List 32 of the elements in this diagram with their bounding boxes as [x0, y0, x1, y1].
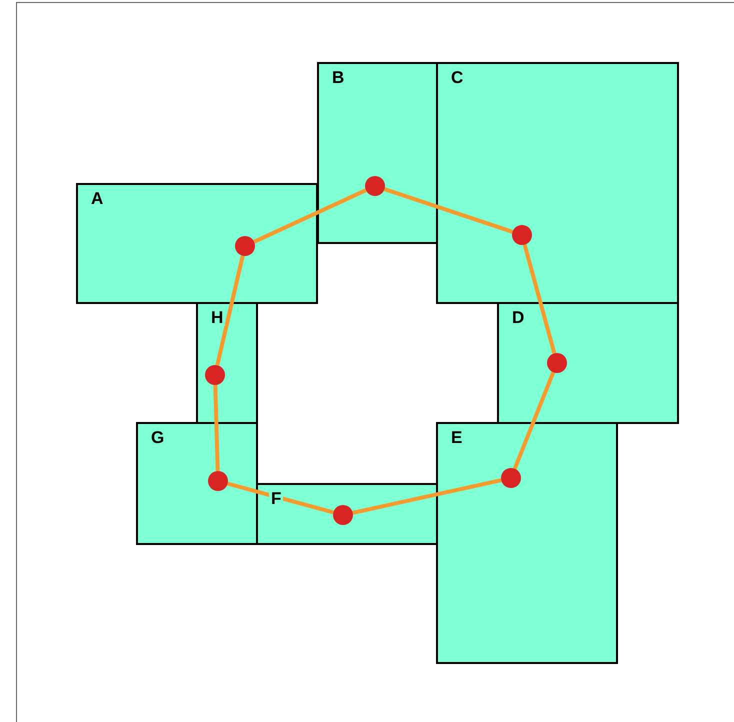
region-label: G	[149, 429, 166, 446]
dot-marker	[208, 471, 228, 491]
dot-marker	[547, 353, 567, 373]
region-label: D	[510, 309, 526, 326]
dot-marker	[333, 505, 353, 525]
region-rectangle	[497, 302, 679, 424]
dot-marker	[501, 468, 521, 488]
connector-line	[213, 384, 220, 472]
region-rectangle	[136, 422, 258, 545]
region-rectangle	[196, 302, 258, 424]
region-label: F	[269, 490, 284, 507]
connector-line	[215, 255, 245, 366]
dot-marker	[365, 176, 385, 196]
connector-line	[253, 188, 367, 244]
region-label: B	[330, 69, 346, 86]
region-label: E	[449, 429, 464, 446]
region-label: A	[89, 190, 106, 207]
dot-marker	[205, 365, 225, 385]
dot-marker	[512, 225, 532, 245]
dot-marker	[235, 236, 255, 256]
region-rectangle	[317, 62, 438, 244]
region-rectangle	[436, 62, 679, 304]
connector-line	[512, 372, 556, 470]
region-label: H	[209, 309, 226, 326]
region-rectangle	[76, 183, 318, 304]
region-rectangle	[256, 483, 438, 545]
region-rectangle	[436, 422, 618, 664]
connector-line	[227, 482, 334, 514]
region-label: C	[449, 69, 466, 86]
connector-line	[352, 478, 502, 515]
connector-line	[522, 244, 556, 354]
connector-line	[384, 187, 514, 234]
